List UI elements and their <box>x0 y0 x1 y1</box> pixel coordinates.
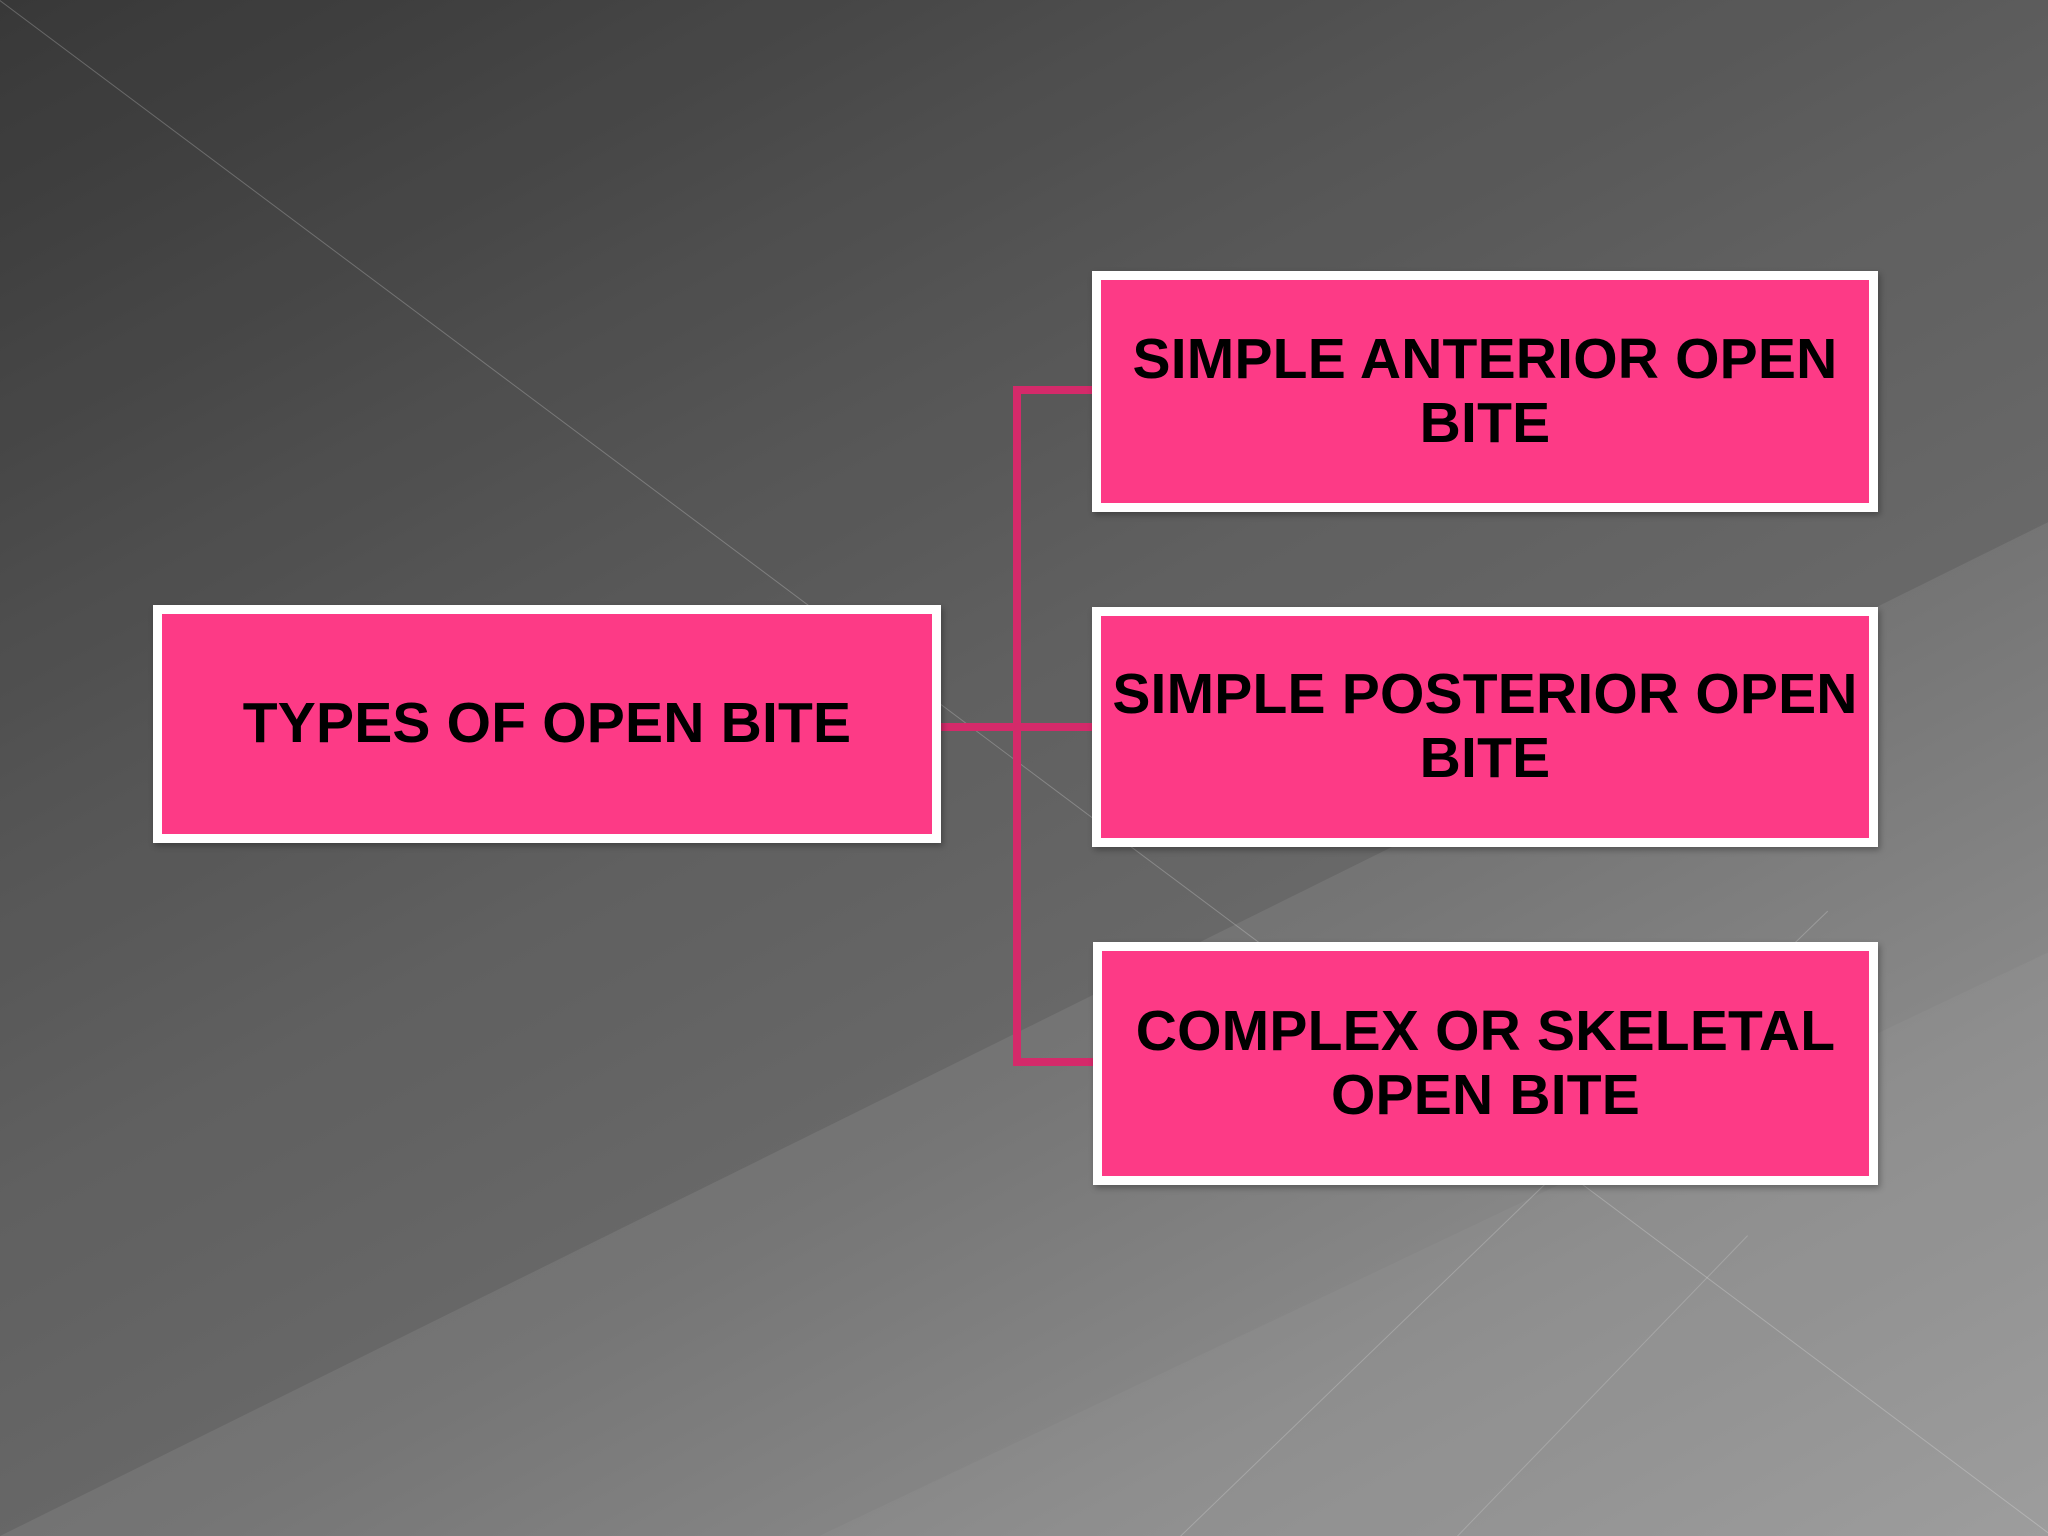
diagram-node-child-1-label: SIMPLE ANTERIOR OPEN BITE <box>1132 326 1838 455</box>
diagram-node-simple-anterior-open-bite[interactable]: SIMPLE ANTERIOR OPEN BITE <box>1092 271 1878 512</box>
connector-branch-child-2 <box>1013 723 1093 731</box>
connector-branch-child-3 <box>1013 1058 1093 1066</box>
connector-branch-child-1 <box>1013 386 1093 394</box>
diagram-node-root[interactable]: TYPES OF OPEN BITE <box>153 605 941 843</box>
diagram-node-complex-or-skeletal-open-bite[interactable]: COMPLEX OR SKELETAL OPEN BITE <box>1093 942 1878 1185</box>
diagram-node-simple-posterior-open-bite[interactable]: SIMPLE POSTERIOR OPEN BITE <box>1092 607 1878 847</box>
diagram-node-root-label: TYPES OF OPEN BITE <box>242 691 852 756</box>
diagram-node-child-2-label: SIMPLE POSTERIOR OPEN BITE <box>1112 662 1858 790</box>
diagram-node-child-3-label: COMPLEX OR SKELETAL OPEN BITE <box>1135 998 1836 1127</box>
